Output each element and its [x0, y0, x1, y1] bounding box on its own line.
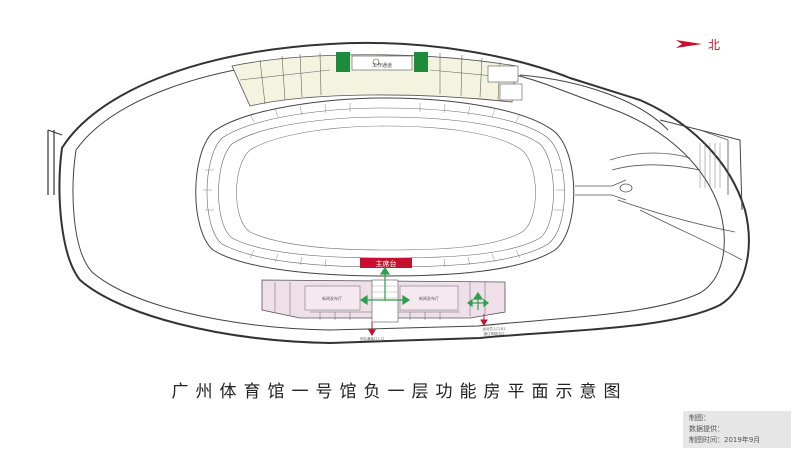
route-arrows [359, 266, 489, 310]
map-title: 广州体育馆一号馆负一层功能房平面示意图 [171, 382, 628, 402]
north-label: 北 [708, 37, 721, 52]
green-room-left [336, 52, 350, 72]
info-box: 制图： 数据提供： 制图时间：2019年9月 [683, 411, 791, 448]
north-arrow-icon [676, 40, 702, 48]
made-by-line: 制图： [689, 414, 710, 422]
room-right-label: 新闻发布厅 [419, 295, 439, 301]
green-room-right [414, 52, 428, 72]
corridor-label: 工作通道 [372, 62, 392, 69]
made-time-line: 制图时间：2019年9月 [689, 436, 761, 444]
arena-floor [236, 125, 536, 251]
main-stand-label: 主席台 [376, 259, 397, 268]
main-stand-box [360, 258, 412, 268]
lower-note-right-2: 通往场馆出口 [484, 331, 505, 336]
room-left-label: 新闻发布厅 [322, 295, 342, 301]
north-indicator: 北 [676, 36, 720, 52]
lower-note-left: 安检通道口入口 [360, 336, 385, 341]
lower-note-right: 运动员入口 B1 [482, 326, 505, 331]
top-room-band [231, 54, 517, 107]
outer-wall [58, 41, 750, 345]
data-by-line: 数据提供： [689, 425, 724, 433]
concourse-ring [195, 97, 575, 277]
